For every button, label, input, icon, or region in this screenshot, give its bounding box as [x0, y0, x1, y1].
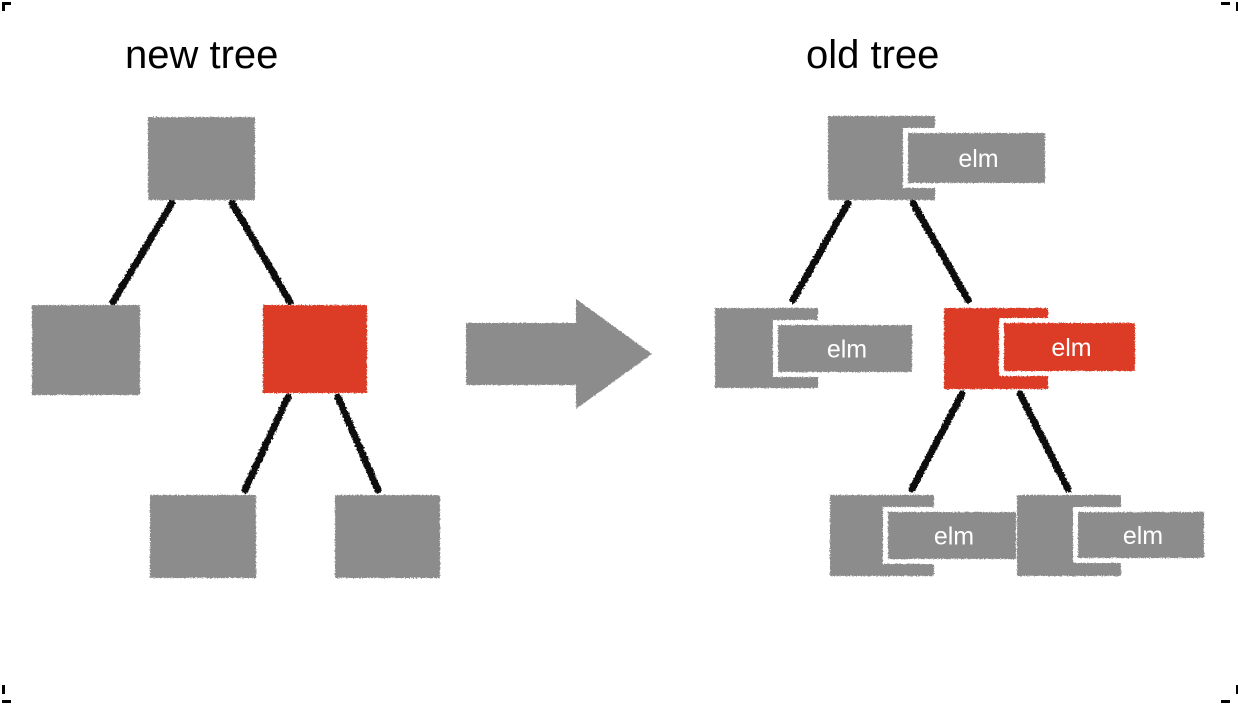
tree-node-root[interactable]: elm [828, 116, 1050, 200]
tree-node-leaf-left[interactable] [150, 495, 256, 578]
tree-node-child-right[interactable]: elm [944, 308, 1140, 389]
tree-edge [228, 199, 294, 306]
tree-node-leaf-left[interactable]: elm [830, 495, 1021, 576]
old-tree-title: old tree [806, 33, 940, 77]
tree-edge [909, 199, 972, 304]
node-body [335, 495, 440, 578]
tree-node-leaf-right[interactable] [335, 495, 440, 578]
tree-edge [241, 393, 292, 494]
tree-node-child-left[interactable]: elm [715, 308, 917, 388]
tree-node-child-right[interactable] [263, 305, 367, 393]
node-body [263, 305, 367, 393]
corner-mark-bottom-right [1221, 685, 1238, 703]
elm-tag-label: elm [1123, 522, 1163, 550]
tree-node-leaf-right[interactable]: elm [1017, 495, 1209, 576]
elm-tag-label: elm [934, 523, 974, 551]
tree-edge [789, 199, 852, 304]
tree-node-child-left[interactable] [32, 305, 140, 395]
node-body [32, 305, 140, 395]
corner-mark-top-left [2, 2, 11, 11]
tree-node-root[interactable] [148, 117, 255, 200]
corner-mark-bottom-left [2, 685, 11, 703]
elm-tag-body [778, 325, 912, 372]
elm-tag-label: elm [827, 336, 867, 364]
node-body [150, 495, 256, 578]
nodes-layer: elm elm elm elm elm [32, 116, 1209, 578]
tree-edge [1016, 390, 1072, 493]
elm-tag-label: elm [958, 145, 998, 173]
transition-arrow-icon [466, 299, 652, 409]
tree-edge [334, 393, 382, 494]
node-body [148, 117, 255, 200]
tree-edge [908, 390, 966, 493]
tree-edge [109, 199, 176, 306]
new-tree-title: new tree [125, 33, 279, 77]
elm-tag-body [1004, 323, 1135, 371]
elm-tag-body [908, 133, 1045, 183]
edges-layer [109, 199, 1072, 494]
corner-mark-top-right [1221, 2, 1238, 11]
elm-tag-body [1078, 512, 1204, 558]
elm-tag-label: elm [1051, 334, 1091, 362]
elm-tag-body [888, 512, 1016, 559]
arrow-layer [466, 299, 652, 409]
